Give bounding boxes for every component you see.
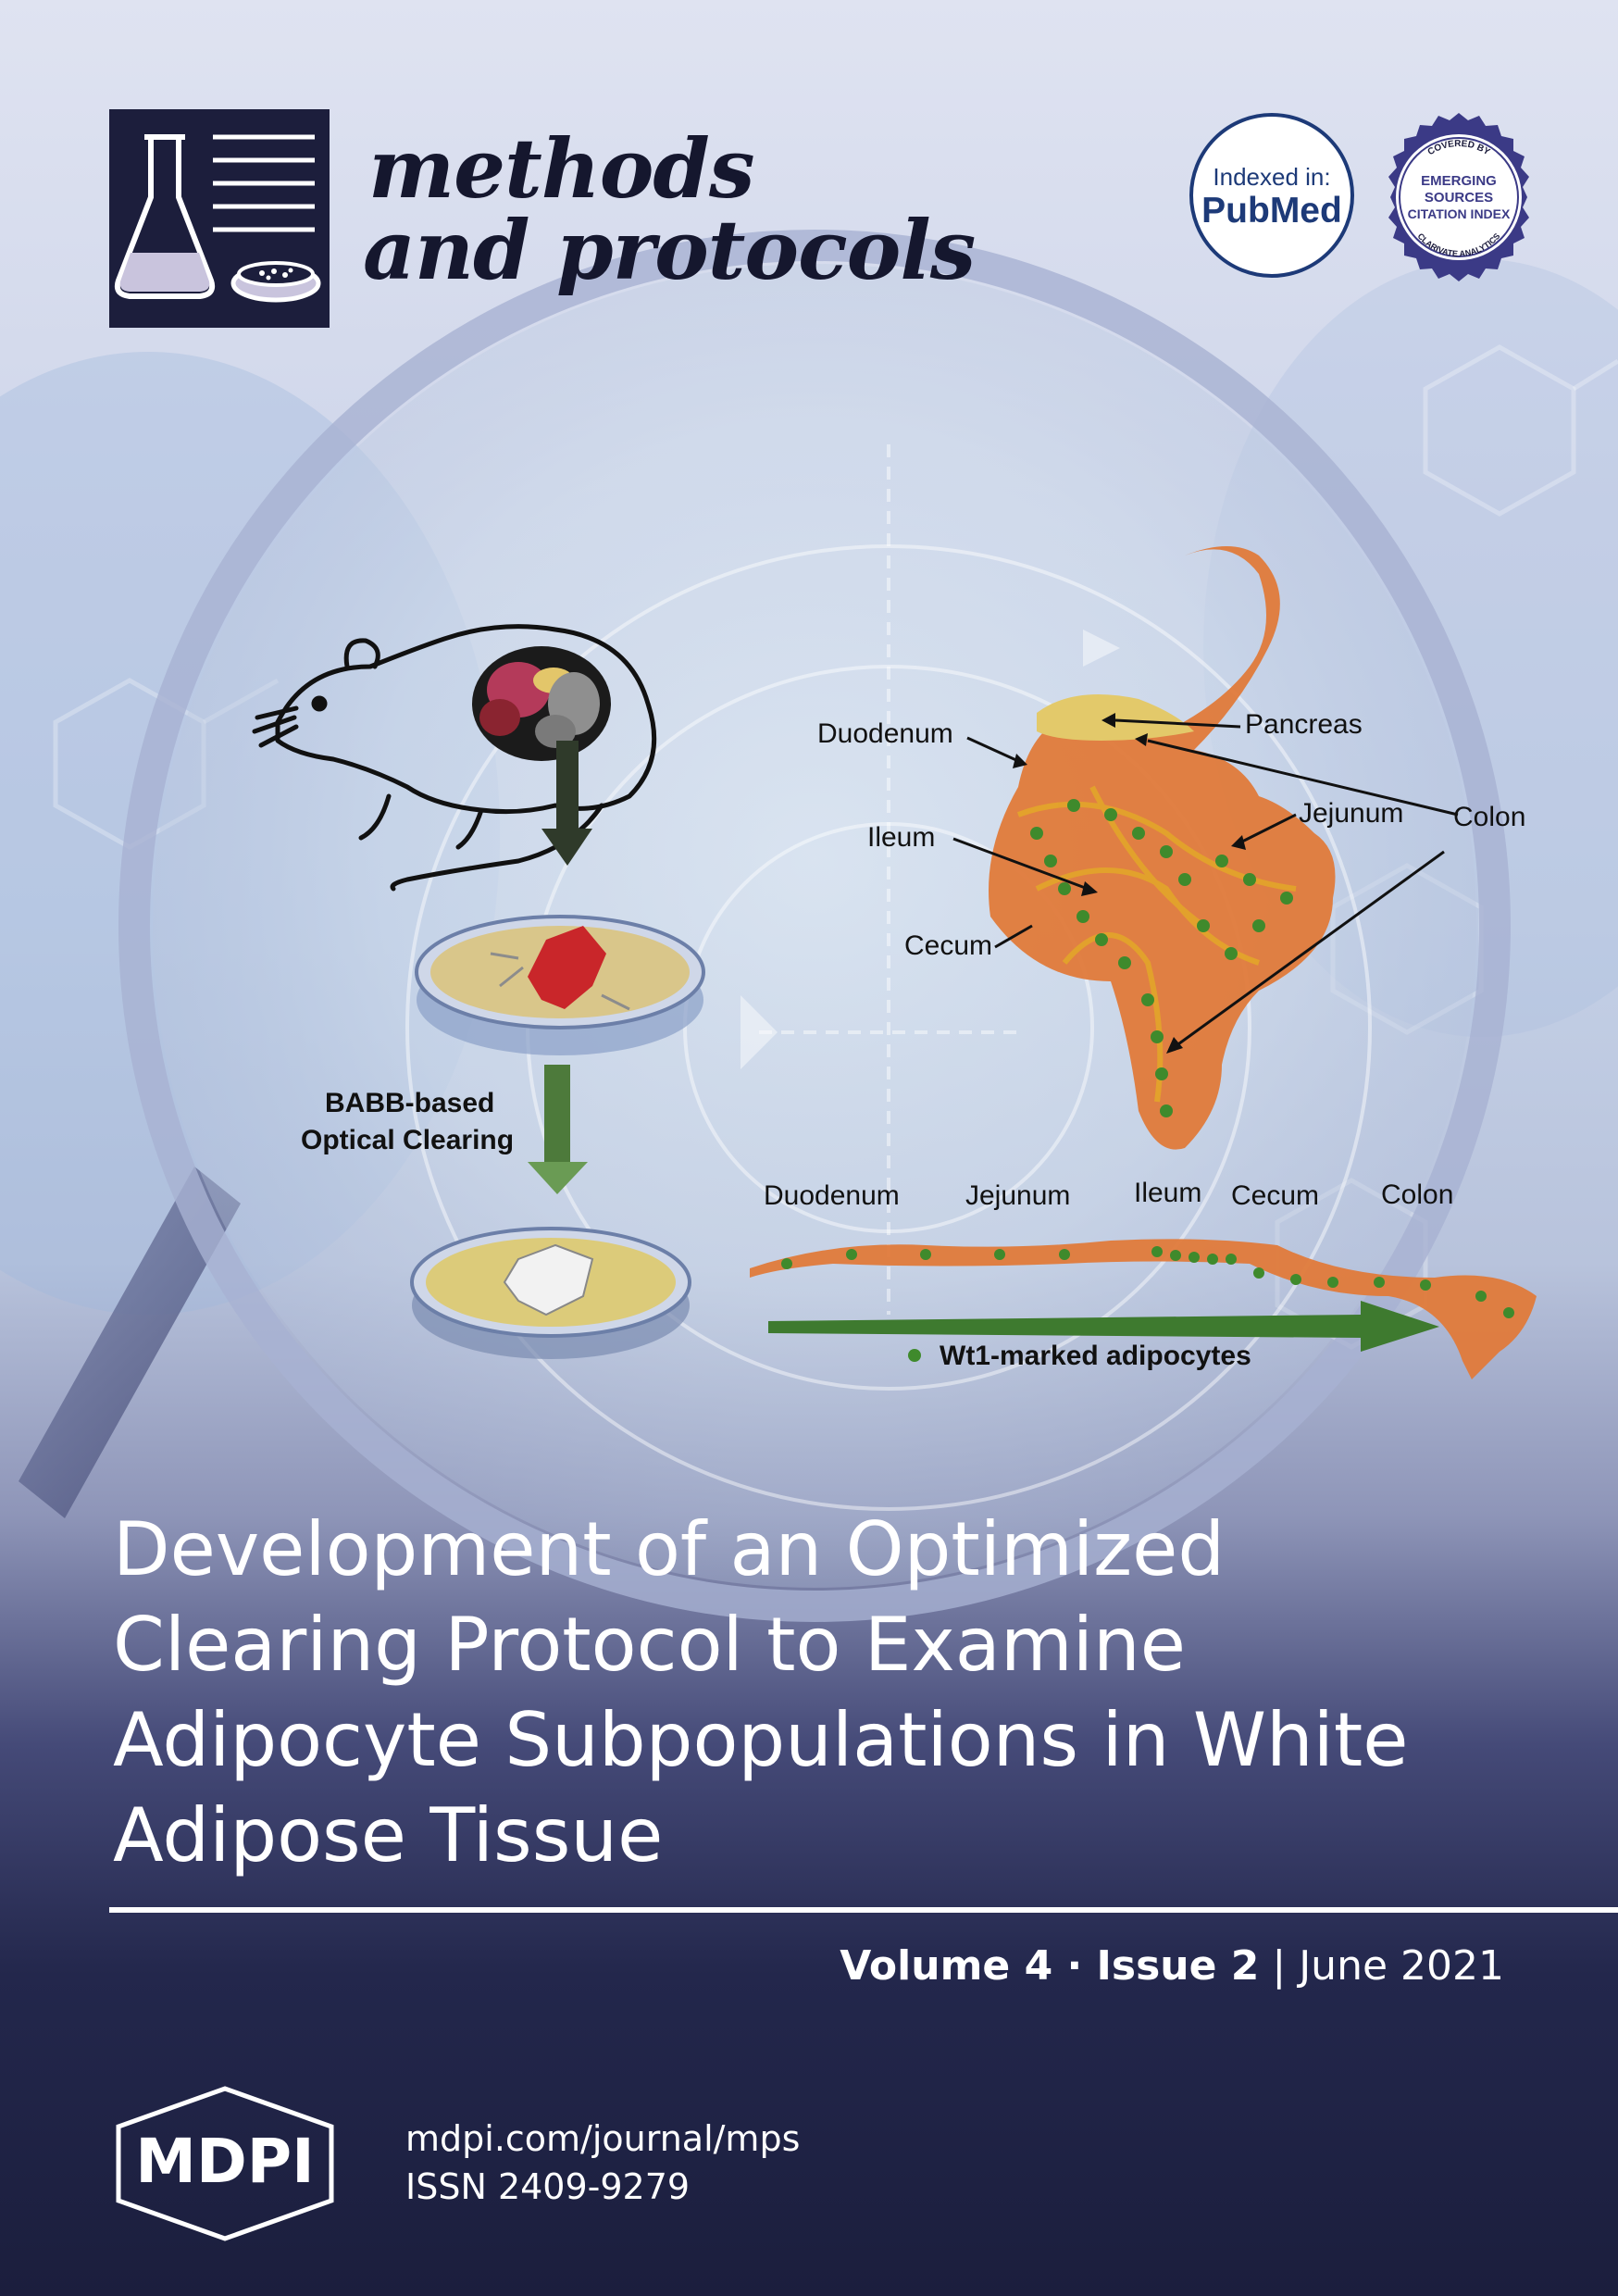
label-colon-top: Colon xyxy=(1453,802,1526,832)
article-title-line2: Clearing Protocol to Examine xyxy=(113,1602,1186,1688)
issue-number: Issue 2 xyxy=(1096,1942,1260,1990)
label-clearing-line1: BABB-based xyxy=(325,1088,495,1118)
volume: Volume 4 xyxy=(840,1942,1053,1990)
label-ileum-bottom: Ileum xyxy=(1134,1178,1202,1208)
publisher-name: MDPI xyxy=(135,2126,314,2197)
journal-url[interactable]: mdpi.com/journal/mps xyxy=(405,2118,801,2159)
legend-dot-icon xyxy=(908,1349,921,1362)
volume-issue-separator: · xyxy=(1052,1942,1097,1990)
esci-line3: CITATION INDEX xyxy=(1408,206,1511,221)
label-jejunum-top: Jejunum xyxy=(1299,798,1404,829)
esci-line1: EMERGING xyxy=(1421,173,1497,189)
issue-date: June 2021 xyxy=(1299,1942,1504,1990)
label-jejunum-bottom: Jejunum xyxy=(965,1180,1071,1211)
pubmed-name: PubMed xyxy=(1201,191,1342,231)
esci-line2: SOURCES xyxy=(1425,190,1493,206)
legend-label: Wt1-marked adipocytes xyxy=(940,1341,1251,1371)
arrow-down-icon xyxy=(541,741,592,866)
issue-date-divider: | xyxy=(1259,1942,1300,1990)
petri-dish-tissue xyxy=(415,915,705,1055)
divider xyxy=(109,1907,1618,1913)
hexagon-icon xyxy=(116,2086,334,2241)
label-duodenum-top: Duodenum xyxy=(817,718,953,749)
intestine-illustration xyxy=(989,546,1336,1150)
label-colon-bottom: Colon xyxy=(1381,1179,1454,1210)
mouse-organs-icon xyxy=(472,646,611,761)
label-ileum-top: Ileum xyxy=(867,822,936,853)
label-cecum-top: Cecum xyxy=(904,930,993,961)
label-pancreas: Pancreas xyxy=(1245,709,1363,740)
petri-dish-cleared xyxy=(410,1227,691,1359)
label-pointers xyxy=(952,718,1459,1048)
mdpi-logo: MDPI xyxy=(116,2086,334,2241)
pubmed-prefix: Indexed in: xyxy=(1213,163,1331,191)
journal-logo xyxy=(109,109,330,328)
journal-name-line1: methods xyxy=(368,120,755,217)
article-title: Development of an Optimized Clearing Pro… xyxy=(113,1502,1557,1883)
issn: ISSN 2409-9279 xyxy=(405,2166,691,2207)
mouse-illustration xyxy=(252,624,657,892)
pubmed-badge: Indexed in: PubMed xyxy=(1189,113,1354,278)
label-duodenum-bottom: Duodenum xyxy=(764,1180,900,1211)
pointer-arrowheads xyxy=(1013,713,1246,1054)
journal-name-line2: and protocols xyxy=(363,202,976,298)
straightened-intestine xyxy=(750,1239,1537,1379)
flask-icon xyxy=(114,134,321,303)
label-cecum-bottom: Cecum xyxy=(1231,1180,1320,1211)
article-title-line4: Adipose Tissue xyxy=(113,1792,664,1878)
esci-seal: COVERED BY EMERGING SOURCES CITATION IND… xyxy=(1388,113,1529,281)
label-clearing-line2: Optical Clearing xyxy=(301,1125,515,1155)
article-title-line1: Development of an Optimized xyxy=(113,1506,1226,1592)
arrow-down-icon xyxy=(528,1065,588,1194)
issue-info: Volume 4 · Issue 2 | June 2021 xyxy=(840,1942,1504,1990)
seal-badge-icon xyxy=(1388,113,1529,281)
article-title-line3: Adipocyte Subpopulations in White xyxy=(113,1697,1409,1783)
journal-name: methods and protocols xyxy=(363,120,976,298)
